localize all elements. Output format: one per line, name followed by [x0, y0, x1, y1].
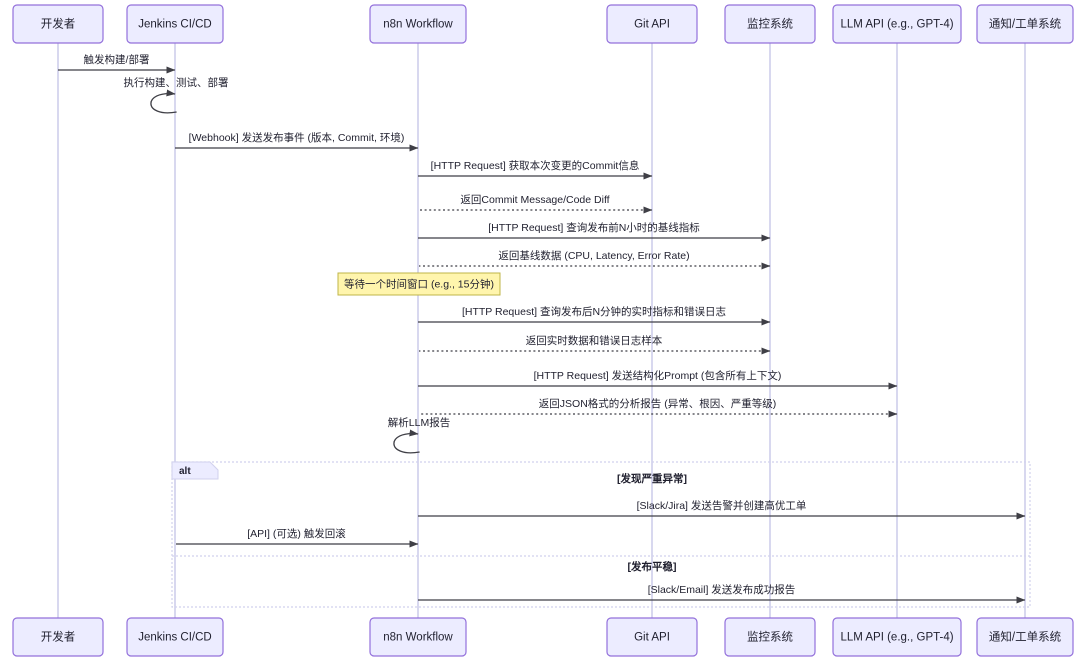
actor-label-dev-bottom: 开发者 — [41, 630, 76, 644]
actor-label-git-top: Git API — [634, 19, 670, 31]
actor-label-monitor-top: 监控系统 — [747, 17, 793, 31]
actor-box-git-bottom[interactable] — [606, 617, 698, 657]
actor-box-dev-top[interactable] — [12, 4, 104, 44]
actor-box-jenkins-top[interactable] — [126, 4, 224, 44]
message-label-m6: [HTTP Request] 查询发布前N小时的基线指标 — [488, 221, 700, 234]
alt-frame — [171, 461, 1031, 608]
actor-box-notify-top[interactable] — [976, 4, 1074, 44]
message-label-m7: 返回基线数据 (CPU, Latency, Error Rate) — [498, 249, 689, 262]
message-label-m13: [Slack/Jira] 发送告警并创建高优工单 — [637, 499, 807, 512]
actor-label-notify-top: 通知/工单系统 — [989, 17, 1062, 31]
alt-condition-0: [发现严重异常] — [617, 472, 687, 485]
note-text: 等待一个时间窗口 (e.g., 15分钟) — [344, 277, 494, 290]
actors-bottom-group: 开发者 Jenkins CI/CD n8n Workflow Git API 监控系统 L… — [12, 617, 1074, 657]
message-label-m3: [Webhook] 发送发布事件 (版本, Commit, 环境) — [189, 131, 405, 144]
actor-box-notify-bottom[interactable] — [976, 617, 1074, 657]
message-label-m4: [HTTP Request] 获取本次变更的Commit信息 — [431, 159, 640, 172]
self-message-line-m12 — [393, 429, 420, 454]
actor-box-monitor-top[interactable] — [724, 4, 816, 44]
message-label-m9: 返回实时数据和错误日志样本 — [526, 334, 663, 347]
actor-box-git-top[interactable] — [606, 4, 698, 44]
message-label-m8: [HTTP Request] 查询发布后N分钟的实时指标和错误日志 — [462, 305, 726, 318]
note-box — [337, 272, 501, 296]
actor-label-notify-bottom: 通知/工单系统 — [989, 630, 1062, 644]
lifelines-group — [57, 43, 1026, 618]
actor-label-llm-bottom: LLM API (e.g., GPT-4) — [840, 632, 953, 644]
actors-top-group: 开发者 Jenkins CI/CD n8n Workflow Git API 监控系统 L… — [12, 4, 1074, 44]
actor-label-jenkins-top: Jenkins CI/CD — [138, 19, 212, 31]
alt-block-group: alt [发现严重异常] [发布平稳] — [171, 461, 1031, 608]
message-label-m5: 返回Commit Message/Code Diff — [460, 194, 609, 206]
self-message-line-m2 — [150, 89, 177, 114]
message-label-m2: 执行构建、测试、部署 — [124, 76, 229, 89]
actor-label-monitor-bottom: 监控系统 — [747, 630, 793, 644]
actor-box-n8n-top[interactable] — [369, 4, 467, 44]
alt-condition-1: [发布平稳] — [628, 560, 677, 573]
message-label-m1: 触发构建/部署 — [84, 53, 150, 66]
actor-label-git-bottom: Git API — [634, 632, 670, 644]
actor-label-llm-top: LLM API (e.g., GPT-4) — [840, 19, 953, 31]
actor-box-jenkins-bottom[interactable] — [126, 617, 224, 657]
actor-box-llm-bottom[interactable] — [832, 617, 962, 657]
message-label-m12: 解析LLM报告 — [388, 416, 450, 429]
note-group: 等待一个时间窗口 (e.g., 15分钟) — [337, 272, 501, 296]
message-label-m14: [API] (可选) 触发回滚 — [247, 527, 346, 540]
actor-box-dev-bottom[interactable] — [12, 617, 104, 657]
message-label-m10: [HTTP Request] 发送结构化Prompt (包含所有上下文) — [534, 369, 782, 382]
message-label-m15: [Slack/Email] 发送发布成功报告 — [648, 583, 796, 596]
alt-tab-label: alt — [179, 466, 191, 477]
actor-box-n8n-bottom[interactable] — [369, 617, 467, 657]
actor-label-dev-top: 开发者 — [41, 17, 76, 31]
actor-label-n8n-bottom: n8n Workflow — [383, 632, 453, 644]
actor-box-monitor-bottom[interactable] — [724, 617, 816, 657]
actor-label-jenkins-bottom: Jenkins CI/CD — [138, 632, 212, 644]
alt-tab — [171, 461, 219, 480]
message-label-m11: 返回JSON格式的分析报告 (异常、根因、严重等级) — [539, 397, 776, 410]
actor-box-llm-top[interactable] — [832, 4, 962, 44]
actor-label-n8n-top: n8n Workflow — [383, 19, 453, 31]
